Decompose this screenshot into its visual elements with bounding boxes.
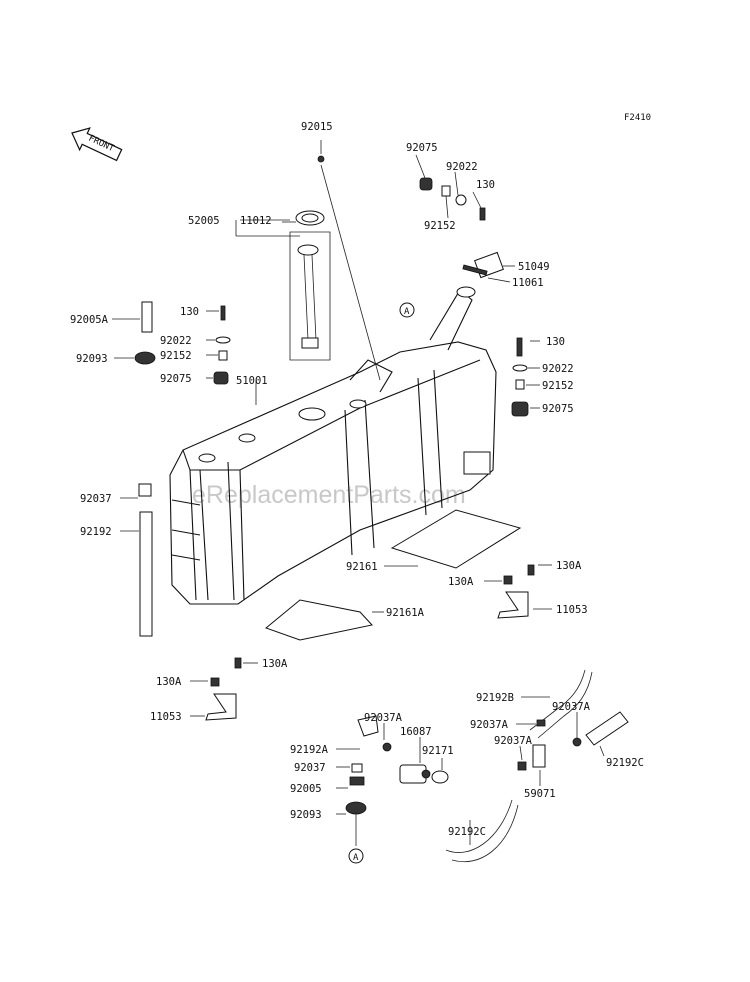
label-130-right: 130 (546, 336, 565, 348)
label-11061: 11061 (512, 277, 544, 289)
label-92037A-1: 92037A (364, 712, 403, 724)
figure-code: F2410 (624, 113, 651, 123)
label-51049: 51049 (518, 261, 550, 273)
label-130A-l1: 130A (156, 676, 182, 688)
leader-lines (112, 140, 605, 845)
label-92161A: 92161A (386, 607, 425, 619)
label-92152-left: 92152 (160, 350, 192, 362)
label-92022-top: 92022 (446, 161, 478, 173)
label-52005: 52005 (188, 215, 220, 227)
label-92093-left: 92093 (76, 353, 108, 365)
right-hardware (511, 337, 529, 417)
front-arrow-icon (71, 127, 123, 162)
watermark: eReplacementParts.com (192, 481, 466, 509)
ref-marker-bottom-label: A (353, 853, 359, 863)
label-59071: 59071 (524, 788, 556, 800)
pad-92161 (390, 509, 522, 569)
label-92075-left: 92075 (160, 373, 192, 385)
fuel-tank (169, 286, 497, 605)
label-92192C-1: 92192C (448, 826, 486, 838)
label-92022-right: 92022 (542, 363, 574, 375)
ref-marker-top-label: A (404, 307, 410, 317)
label-92005A: 92005A (70, 314, 109, 326)
label-92152-right: 92152 (542, 380, 574, 392)
label-92037-left: 92037 (80, 493, 112, 505)
part-labels: 92015 92075 92022 130 92152 52005 11012 … (70, 121, 644, 838)
label-92093-bottom: 92093 (290, 809, 322, 821)
label-92022-left: 92022 (160, 335, 192, 347)
left-hardware (134, 301, 231, 637)
label-92075-top: 92075 (406, 142, 438, 154)
label-92015: 92015 (301, 121, 333, 133)
label-51001: 51001 (236, 375, 268, 387)
label-11053-left: 11053 (150, 711, 182, 723)
top-bracket-hardware (317, 155, 504, 279)
label-130A-r2: 130A (556, 560, 582, 572)
label-92037A-3: 92037A (552, 701, 591, 713)
label-92192B: 92192B (476, 692, 514, 704)
label-92161: 92161 (346, 561, 378, 573)
label-92192A: 92192A (290, 744, 329, 756)
label-16087: 16087 (400, 726, 432, 738)
ref-marker-bottom (348, 848, 364, 864)
fuel-gauge-sender (289, 210, 331, 361)
label-92037A-2: 92037A (470, 719, 509, 731)
label-130-left: 130 (180, 306, 199, 318)
label-92037A-4: 92037A (494, 735, 533, 747)
fuel-line-assembly (345, 669, 629, 863)
label-92171: 92171 (422, 745, 454, 757)
label-92037-bottom: 92037 (294, 762, 326, 774)
label-130A-l2: 130A (262, 658, 288, 670)
label-92152-top: 92152 (424, 220, 456, 232)
label-11053-right: 11053 (556, 604, 588, 616)
label-92075-right: 92075 (542, 403, 574, 415)
bracket-left (205, 657, 242, 721)
ref-marker-top (399, 302, 415, 318)
label-92192: 92192 (80, 526, 112, 538)
pad-92161A (264, 599, 373, 641)
bracket-right (497, 564, 535, 619)
label-130A-r1: 130A (448, 576, 474, 588)
label-11012: 11012 (240, 215, 272, 227)
label-92192C-2: 92192C (606, 757, 644, 769)
label-130-top: 130 (476, 179, 495, 191)
label-92005: 92005 (290, 783, 322, 795)
